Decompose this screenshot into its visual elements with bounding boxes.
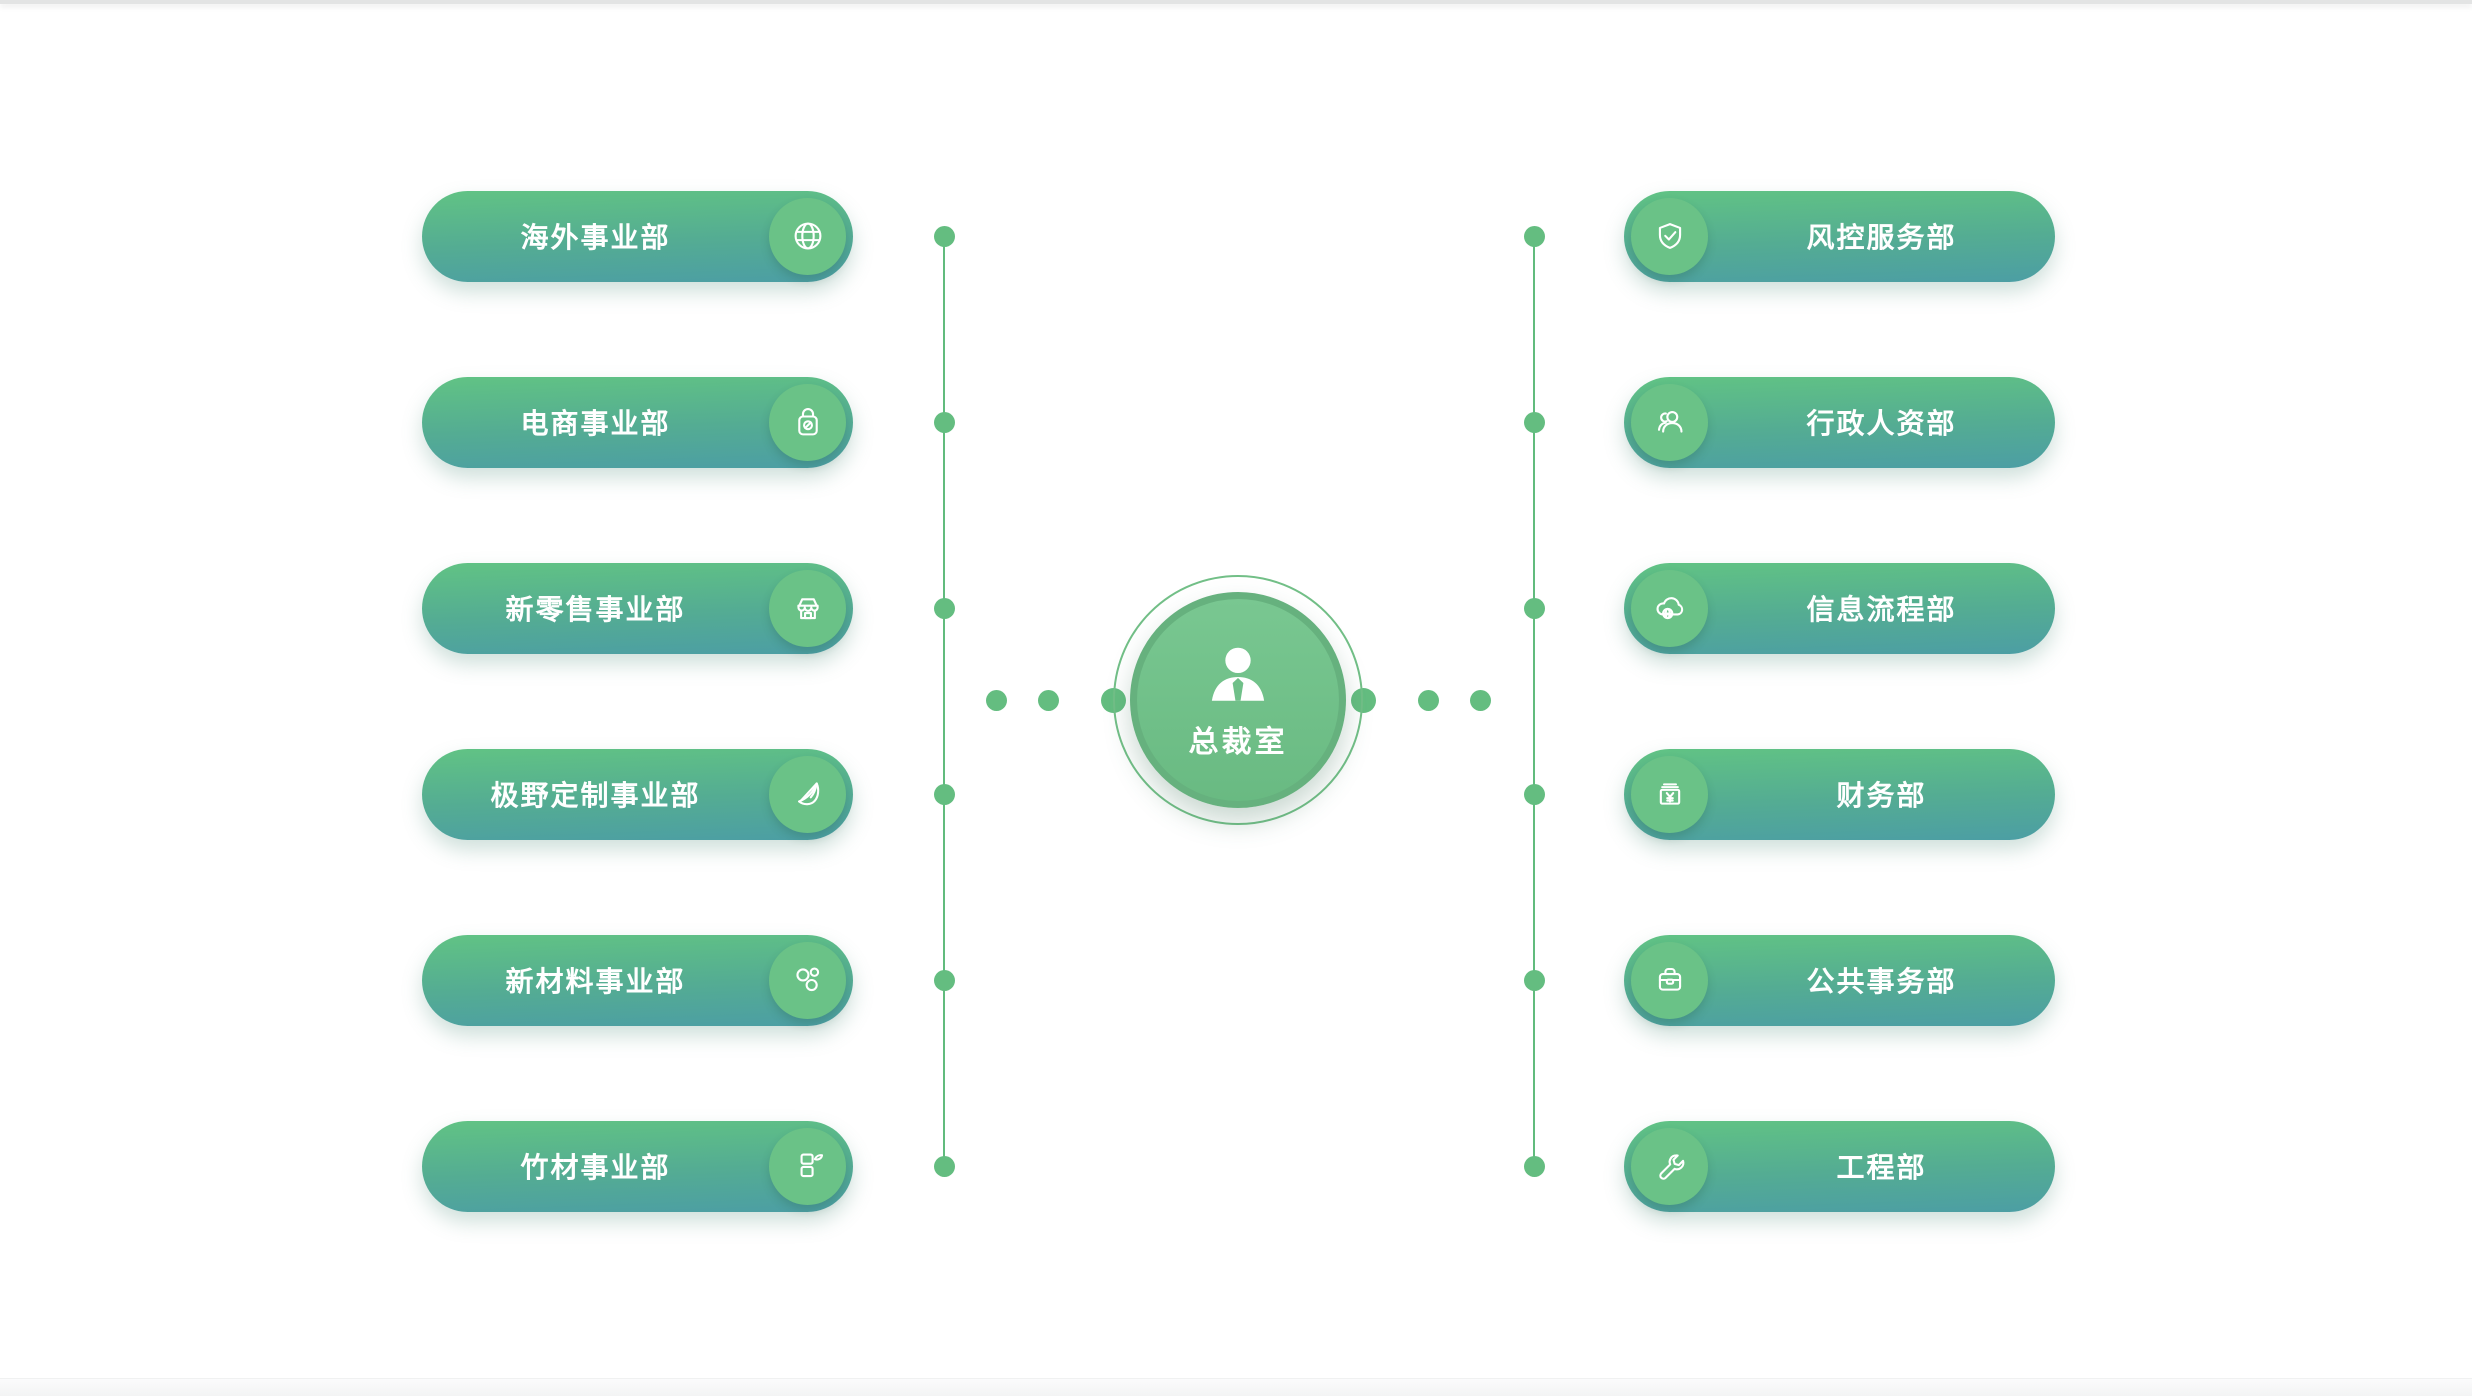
banknote-yen-icon bbox=[1631, 755, 1708, 833]
dept-pill[interactable]: 新零售事业部 bbox=[422, 562, 853, 654]
connector-dot bbox=[933, 969, 955, 991]
connector-dot bbox=[1469, 689, 1491, 711]
bamboo-stalk-icon bbox=[769, 1127, 846, 1205]
dept-pill[interactable]: 信息流程部 bbox=[1624, 562, 2055, 654]
bamboo-shoot-icon bbox=[769, 755, 846, 833]
connector-dot bbox=[1523, 225, 1545, 247]
people-icon bbox=[1631, 383, 1708, 461]
dept-pill[interactable]: 竹材事业部 bbox=[422, 1120, 853, 1212]
dept-pill[interactable]: 风控服务部 bbox=[1624, 190, 2055, 282]
dept-pill[interactable]: 财务部 bbox=[1624, 748, 2055, 840]
storefront-icon bbox=[769, 569, 846, 647]
dept-label: 信息流程部 bbox=[1806, 594, 1957, 625]
molecule-icon bbox=[769, 941, 846, 1019]
connector-dot bbox=[1523, 969, 1545, 991]
dept-label: 竹材事业部 bbox=[520, 1152, 671, 1183]
dept-label: 海外事业部 bbox=[520, 222, 671, 253]
shield-check-icon bbox=[1631, 197, 1708, 275]
briefcase-icon bbox=[1631, 941, 1708, 1019]
connector-dot bbox=[1523, 783, 1545, 805]
connector-dot bbox=[1523, 597, 1545, 619]
window-top-edge bbox=[0, 0, 2472, 4]
connector-dot bbox=[1037, 689, 1059, 711]
dept-label: 新零售事业部 bbox=[505, 594, 686, 625]
connector-dot bbox=[1523, 411, 1545, 433]
connector-dot bbox=[933, 411, 955, 433]
dept-label: 公共事务部 bbox=[1806, 966, 1957, 997]
dept-label: 工程部 bbox=[1836, 1152, 1927, 1183]
connector-dot bbox=[1417, 689, 1439, 711]
window-bottom-edge bbox=[0, 1378, 2472, 1396]
dept-pill[interactable]: 工程部 bbox=[1624, 1120, 2055, 1212]
wrench-icon bbox=[1631, 1127, 1708, 1205]
dept-pill[interactable]: 极野定制事业部 bbox=[422, 748, 853, 840]
connector-dot bbox=[1523, 1155, 1545, 1177]
connector-dot bbox=[933, 597, 955, 619]
right-connector-line bbox=[1533, 236, 1535, 1166]
ceo-office-node[interactable]: 总裁室 bbox=[1130, 592, 1346, 808]
shopping-bag-icon bbox=[769, 383, 846, 461]
connector-dot bbox=[985, 689, 1007, 711]
dept-label: 新材料事业部 bbox=[505, 966, 686, 997]
dept-label: 电商事业部 bbox=[520, 408, 671, 439]
connector-dot bbox=[933, 1155, 955, 1177]
center-label: 总裁室 bbox=[1188, 726, 1288, 759]
dept-label: 财务部 bbox=[1836, 780, 1927, 811]
left-connector-line bbox=[943, 236, 945, 1166]
globe-icon bbox=[769, 197, 846, 275]
dept-pill[interactable]: 海外事业部 bbox=[422, 190, 853, 282]
orbit-ring bbox=[1113, 575, 1363, 825]
dept-pill[interactable]: 新材料事业部 bbox=[422, 934, 853, 1026]
person-icon bbox=[1200, 639, 1276, 715]
dept-label: 极野定制事业部 bbox=[490, 780, 701, 811]
dept-pill[interactable]: 公共事务部 bbox=[1624, 934, 2055, 1026]
dept-label: 风控服务部 bbox=[1806, 222, 1957, 253]
dept-label: 行政人资部 bbox=[1806, 408, 1957, 439]
connector-dot bbox=[933, 783, 955, 805]
dept-pill[interactable]: 电商事业部 bbox=[422, 376, 853, 468]
dept-pill[interactable]: 行政人资部 bbox=[1624, 376, 2055, 468]
cloud-globe-icon bbox=[1631, 569, 1708, 647]
connector-dot bbox=[933, 225, 955, 247]
